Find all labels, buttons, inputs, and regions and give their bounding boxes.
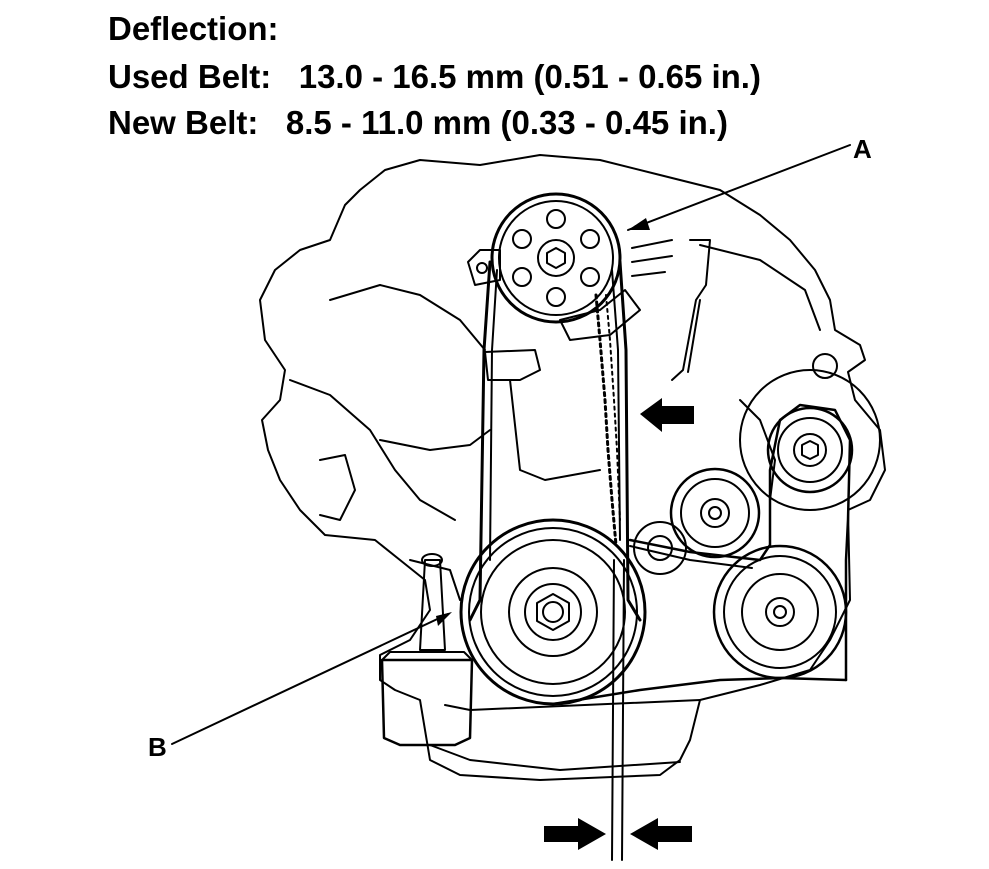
idler-pulley-hub [700, 498, 730, 528]
accessory-belt-inner [629, 545, 753, 569]
alternator-pulley-inner [777, 417, 843, 483]
ps-pulley-hub [765, 597, 795, 627]
new-belt-value: 8.5 - 11.0 mm (0.33 - 0.45 in.) [285, 104, 728, 141]
callout-a-leader [627, 144, 851, 231]
pulley-a-bolt [546, 247, 566, 269]
ps-pulley-ring-2 [741, 573, 819, 651]
pulley-a-hole-5 [512, 267, 532, 287]
pulley-a-hub [537, 239, 575, 277]
engine-contour-bracket [509, 379, 601, 481]
alternator-top-bolt [812, 353, 838, 379]
measure-arrow-right [630, 818, 692, 850]
pulley-a-inner [498, 200, 614, 316]
engine-block-outline [259, 154, 886, 781]
engine-contour-right [699, 244, 821, 331]
timing-belt-left [468, 260, 492, 622]
timing-belt-left-inner [489, 269, 498, 561]
dipstick-lines [631, 239, 673, 277]
crankshaft-pulley-ring-2 [480, 539, 626, 685]
used-belt-spec: Used Belt: 13.0 - 16.5 mm (0.51 - 0.65 i… [108, 60, 761, 93]
callout-a-arrowhead [628, 218, 650, 230]
belt-deflection-path [594, 293, 618, 547]
idler-pulley-inner [680, 478, 750, 548]
engine-contour-left [289, 379, 456, 521]
callout-a-label: A [853, 134, 872, 164]
deflection-measure-line-1 [611, 559, 615, 861]
callout-b-arrowhead [436, 612, 452, 626]
belt-guard-plate [484, 349, 541, 381]
timing-belt-right [618, 260, 642, 622]
callout-b-label: B [148, 732, 167, 762]
alternator-pulley-outer [766, 406, 854, 494]
accessory-belt-lower [551, 676, 848, 706]
pulley-a-bracket-bolt [476, 262, 488, 274]
timing-belt-right-inner [611, 269, 621, 541]
oil-filter-stand [419, 559, 446, 651]
engine-contour-right-lower [739, 399, 776, 501]
small-pulley-outer [633, 521, 687, 575]
alternator-housing [739, 369, 881, 511]
crankshaft-pulley-ring-3 [508, 567, 598, 657]
idler-pulley-outer [669, 467, 761, 559]
push-force-arrow [640, 398, 694, 432]
alternator-pulley-hub [793, 433, 827, 467]
callout-b-leader [171, 613, 449, 745]
crankshaft-pulley-center [542, 601, 564, 623]
crankshaft-pulley-bolt [536, 593, 570, 631]
pulley-a-outer [490, 192, 622, 324]
engine-contour-mid [379, 429, 491, 451]
deflection-heading: Deflection: [108, 10, 279, 47]
engine-contour-upper [329, 284, 486, 351]
pulley-a-hole-3 [580, 267, 600, 287]
crankshaft-pulley-ring-1 [468, 527, 638, 697]
measure-arrow-left [544, 818, 606, 850]
deflection-measure-line-2 [621, 559, 625, 861]
used-belt-value: 13.0 - 16.5 mm (0.51 - 0.65 in.) [298, 58, 761, 95]
alternator-pulley-bolt [801, 440, 819, 460]
bracket-left [319, 454, 356, 521]
crankshaft-pulley-hub [524, 583, 582, 641]
pulley-a-hole-2 [580, 229, 600, 249]
new-belt-spec: New Belt: 8.5 - 11.0 mm (0.33 - 0.45 in.… [108, 106, 728, 139]
oil-pan-outline [429, 744, 681, 771]
new-belt-label: New Belt: [108, 104, 259, 141]
ps-pulley-ring [723, 555, 837, 669]
oil-filter-top [381, 651, 473, 661]
used-belt-label: Used Belt: [108, 58, 272, 95]
belt-deflection-path-b [605, 294, 621, 521]
idler-pulley-center [708, 506, 722, 520]
pulley-a-hole-6 [512, 229, 532, 249]
ps-pulley-center [773, 605, 787, 619]
pulley-a-hole-4 [546, 287, 566, 307]
dipstick-tube-b [687, 299, 701, 373]
pulley-a-bracket-lower [559, 289, 641, 341]
oil-filter-cap [421, 553, 443, 567]
pulley-a-hole-1 [546, 209, 566, 229]
crankshaft-pulley-outer [459, 518, 647, 706]
dipstick-tube [671, 239, 711, 381]
accessory-belt-upper [628, 403, 852, 682]
oil-filter-body [380, 658, 474, 747]
